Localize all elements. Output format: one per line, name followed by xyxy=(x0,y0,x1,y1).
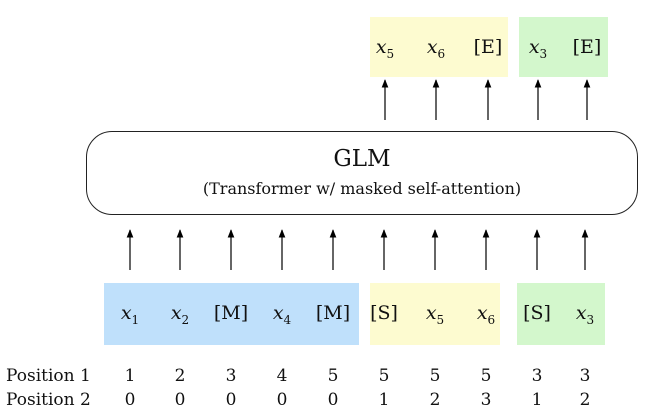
position-2-value: 0 xyxy=(276,390,288,410)
position-2-value: 2 xyxy=(579,390,591,410)
position-1-value: 3 xyxy=(531,366,543,386)
input-token: [M] xyxy=(315,302,351,324)
position-1-value: 5 xyxy=(327,366,339,386)
position-1-value: 4 xyxy=(276,366,288,386)
position-2-value: 0 xyxy=(327,390,339,410)
position-1-value: 5 xyxy=(480,366,492,386)
input-token: x4 xyxy=(272,302,292,327)
input-token: [M] xyxy=(213,302,249,324)
input-group-green-box xyxy=(517,283,605,345)
input-token: x6 xyxy=(476,302,496,327)
position-1-value: 2 xyxy=(174,366,186,386)
position-2-value: 0 xyxy=(225,390,237,410)
input-token: x3 xyxy=(575,302,595,327)
output-token: x3 xyxy=(528,36,548,61)
model-title: GLM xyxy=(333,146,391,172)
position-2-value: 1 xyxy=(531,390,543,410)
input-token: [S] xyxy=(370,302,398,324)
output-token: x5 xyxy=(375,36,395,61)
position-1-value: 1 xyxy=(124,366,136,386)
output-group-yellow-box xyxy=(370,17,508,77)
output-group-green-box xyxy=(519,17,608,77)
input-token: x1 xyxy=(120,302,140,327)
output-token: [E] xyxy=(473,36,503,58)
position-1-value: 5 xyxy=(378,366,390,386)
position-1-value: 3 xyxy=(225,366,237,386)
position-1-value: 3 xyxy=(579,366,591,386)
input-token: [S] xyxy=(523,302,551,324)
glm-model-box: GLM (Transformer w/ masked self-attentio… xyxy=(86,131,638,215)
position-2-value: 0 xyxy=(124,390,136,410)
position-2-label: Position 2 xyxy=(6,390,91,410)
model-subtitle: (Transformer w/ masked self-attention) xyxy=(202,179,522,198)
position-2-value: 0 xyxy=(174,390,186,410)
output-token: x6 xyxy=(426,36,446,61)
input-token: x5 xyxy=(425,302,445,327)
position-2-value: 3 xyxy=(480,390,492,410)
input-token: x2 xyxy=(170,302,190,327)
position-1-value: 5 xyxy=(429,366,441,386)
position-2-value: 2 xyxy=(429,390,441,410)
input-group-blue-box xyxy=(104,283,359,345)
position-1-label: Position 1 xyxy=(6,366,91,386)
output-token: [E] xyxy=(572,36,602,58)
input-group-yellow-box xyxy=(370,283,500,345)
position-2-value: 1 xyxy=(378,390,390,410)
